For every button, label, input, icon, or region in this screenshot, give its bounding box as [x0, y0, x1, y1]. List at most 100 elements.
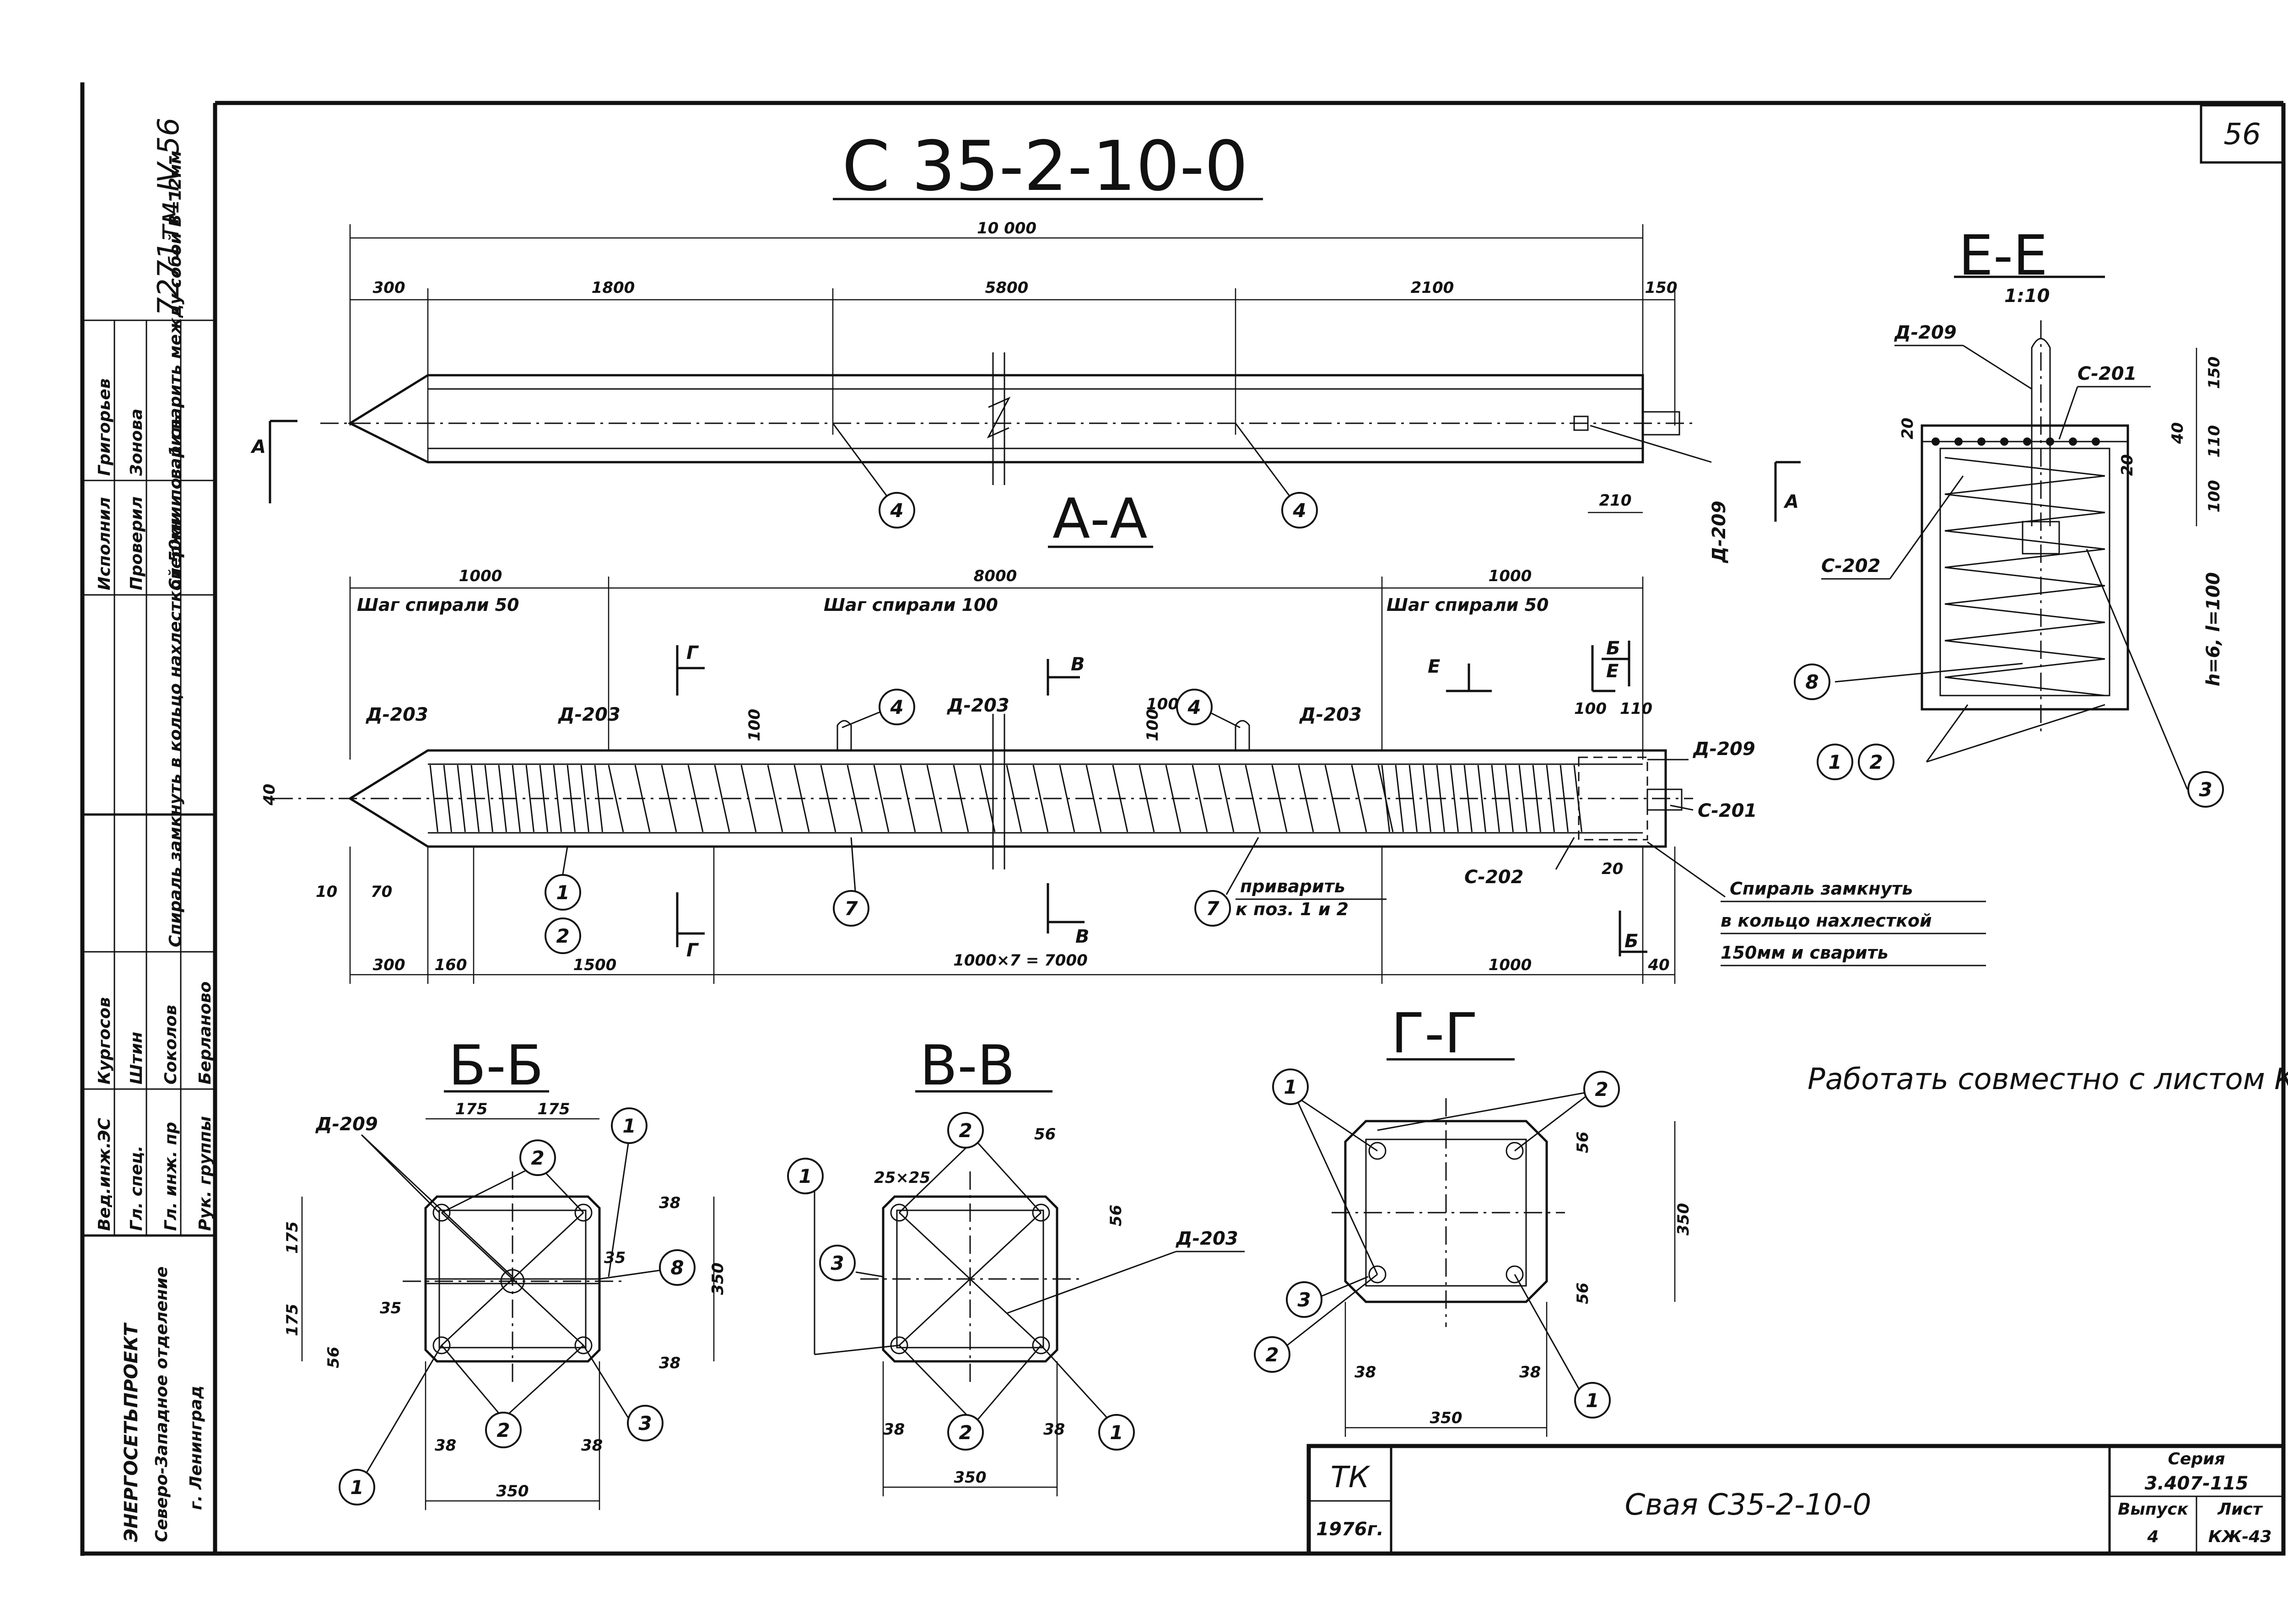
gg-dim-56b: 56 [1574, 1283, 1592, 1304]
elev-bubble-1: 4 [879, 492, 915, 529]
aa-bubble-1: 1 [545, 874, 581, 911]
tb-list-label: Лист [2217, 1500, 2263, 1519]
svg-text:4: 4 [1187, 696, 1201, 718]
ee-dim-20b: 20 [2118, 454, 2137, 476]
svg-text:2: 2 [496, 1419, 510, 1441]
ee-spiral [1944, 457, 2105, 696]
ee-label-c202: С-202 [1821, 556, 1880, 577]
aa-cut-b-bot: Б [1624, 931, 1639, 952]
tb-list-value: КЖ-43 [2208, 1527, 2272, 1546]
ee-label-c201: С-201 [2078, 363, 2137, 384]
aa-bdim-110: 110 [1620, 700, 1652, 718]
stamp-name-6: Зонова [127, 409, 146, 476]
ee-bubble-2: 2 [1858, 744, 1894, 780]
gg-bubble-2b: 2 [1254, 1336, 1290, 1373]
bb-bubble-1b: 1 [339, 1469, 375, 1505]
aa-cut-e-right: Е [1606, 661, 1619, 682]
aa-note-spiral-2: в кольцо нахлесткой [1721, 911, 1932, 931]
vv-bubble-3: 3 [819, 1245, 856, 1281]
aa-label-d203-4: Д-203 [1299, 704, 1362, 725]
elev-dim-2: 1800 [592, 279, 635, 297]
aa-cut-g-top: Г [686, 642, 699, 664]
section-aa: А-А 1000 8000 1000 Шаг спирали 50 Шаг сп… [260, 487, 1986, 984]
svg-text:2: 2 [1595, 1078, 1608, 1101]
bb-dim-38a: 38 [659, 1194, 680, 1212]
cross-ref-line-1: Работать совместно с листом КЖ-44 [1808, 1063, 2288, 1096]
svg-text:2: 2 [556, 925, 569, 947]
aa-cut-e-left: Е [1428, 656, 1440, 677]
bb-dim-350h: 350 [496, 1482, 529, 1500]
aa-dim-1: 1000 [459, 567, 502, 585]
svg-text:100: 100 [745, 709, 764, 741]
aa-bdim-1500: 1500 [573, 956, 617, 974]
vv-label-d203: Д-203 [1175, 1228, 1238, 1249]
bb-dim-35b: 35 [380, 1299, 401, 1317]
svg-text:2: 2 [959, 1421, 972, 1444]
section-vv-title: В-В [920, 1034, 1015, 1098]
left-stamp: 7271тм-IV-56 Вед.инж.ЭС Кургосов Гл. спе… [82, 118, 215, 1542]
aa-bubble-2: 2 [545, 917, 581, 954]
bb-dim-175d: 175 [283, 1304, 302, 1336]
svg-text:8: 8 [1805, 671, 1819, 693]
elev-bubble-2: 4 [1281, 492, 1318, 529]
vv-bubble-2b: 2 [947, 1414, 984, 1451]
stamp-name-1: Кургосов [95, 997, 114, 1084]
stamp-role-2: Гл. спец. [127, 1145, 146, 1231]
vv-dim-38a: 38 [883, 1420, 905, 1439]
aa-label-d203-3: Д-203 [946, 695, 1009, 716]
svg-text:100: 100 [1144, 709, 1162, 741]
vv-dim-350: 350 [954, 1468, 987, 1487]
stamp-name-4: Берланово [196, 982, 215, 1084]
tb-tk-year: 1976г. [1316, 1519, 1383, 1540]
bb-dim-35a: 35 [604, 1249, 626, 1267]
aa-cut-g-bot: Г [686, 940, 699, 961]
stamp-role-4: Рук. группы [196, 1116, 215, 1231]
ee-dim-100: 100 [2205, 480, 2223, 513]
bb-dim-56: 56 [324, 1347, 343, 1368]
vv-bubble-1a: 1 [787, 1158, 824, 1194]
tb-series-value: 3.407-115 [2145, 1473, 2249, 1494]
aa-dim-3: 1000 [1489, 567, 1532, 585]
elev-dim-4: 2100 [1411, 279, 1454, 297]
aa-bubble-4b: 4 [1176, 689, 1213, 725]
aa-bdim-40: 40 [1647, 956, 1669, 974]
pile-elevation: 10 000 300 1800 5800 2100 150 210 Д-209 … [250, 219, 1801, 564]
section-vv: В-В 25×25 Д-203 56 56 38 38 350 1 2 3 2 [787, 1034, 1245, 1496]
cross-reference-note: Работать совместно с листом КЖ-44 [1808, 1063, 2288, 1096]
stamp-role-5: Исполнил [95, 497, 114, 590]
svg-text:2: 2 [1265, 1343, 1279, 1366]
aa-dim-2: 8000 [974, 567, 1017, 585]
aa-note-weld-2: к поз. 1 и 2 [1236, 899, 1349, 919]
svg-text:3: 3 [638, 1412, 652, 1435]
bb-dim-175b: 175 [538, 1100, 570, 1118]
main-title: С 35-2-10-0 [842, 127, 1248, 206]
section-bb-title: Б-Б [448, 1034, 544, 1098]
elev-dim-210: 210 [1599, 491, 1632, 510]
svg-text:1: 1 [350, 1476, 363, 1499]
ee-dim-150: 150 [2205, 356, 2223, 389]
ee-dim-110: 110 [2205, 425, 2223, 458]
section-ee: Е-Е 1:10 Д-209 С-201 С-202 h=6, l=100 15… [1794, 224, 2224, 808]
aa-label-d203-1: Д-203 [365, 704, 428, 725]
bb-dim-38c: 38 [435, 1436, 456, 1455]
aa-label-d203-2: Д-203 [557, 704, 621, 725]
svg-text:4: 4 [1292, 499, 1306, 522]
aa-pitch-1: Шаг спирали 50 [357, 595, 519, 615]
aa-label-c201: С-201 [1698, 800, 1757, 821]
section-gg: Г-Г 56 56 350 38 38 350 1 2 3 2 1 [1254, 1002, 1693, 1437]
svg-text:3: 3 [1297, 1289, 1311, 1311]
aa-bdim-70: 70 [371, 883, 392, 901]
elev-cut-a-right: А [1783, 491, 1799, 513]
bb-bubble-3: 3 [627, 1405, 664, 1441]
aa-bdim-100: 100 [1574, 700, 1607, 718]
elev-dim-overall: 10 000 [977, 219, 1036, 237]
ee-label-weld: h=6, l=100 [2203, 572, 2224, 686]
aa-bubble-7a: 7 [833, 890, 869, 927]
gg-bubble-2a: 2 [1583, 1071, 1620, 1107]
aa-cut-b-top: Б [1606, 638, 1620, 659]
section-ee-title: Е-Е [1959, 224, 2048, 288]
tb-tk-code: ТК [1331, 1461, 1371, 1495]
vv-dim-56a: 56 [1034, 1125, 1056, 1144]
aa-bdim-300: 300 [373, 956, 405, 974]
